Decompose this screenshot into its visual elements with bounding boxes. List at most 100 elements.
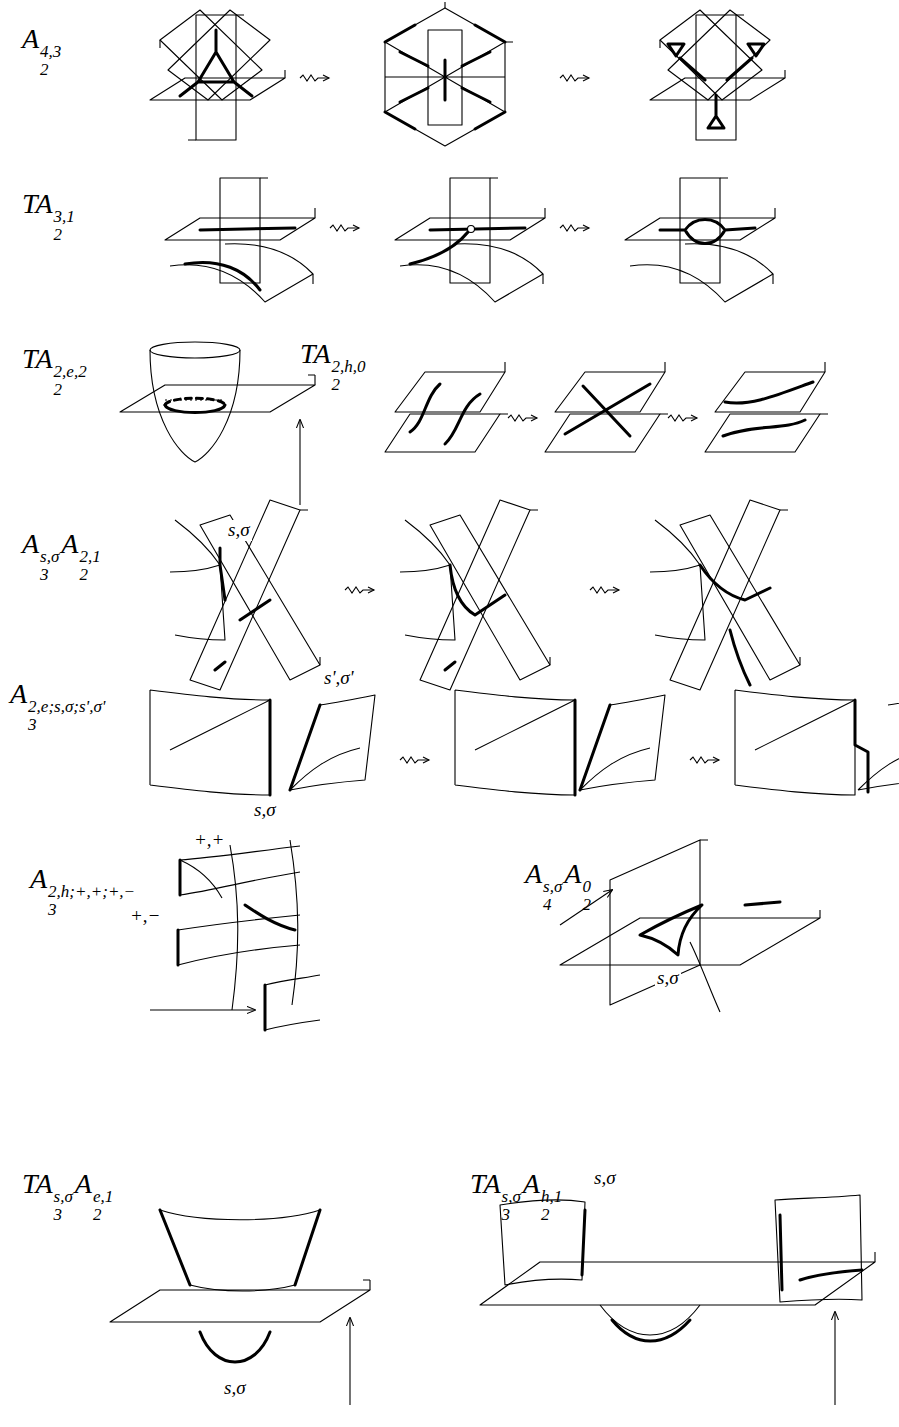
index-stack: s,σ3 xyxy=(54,1188,73,1224)
paraboloid-figure-part xyxy=(308,375,315,385)
index-stack: s,σ3 xyxy=(502,1188,521,1224)
plane-arrangement-after-part xyxy=(660,15,785,78)
index-stack: 2,h,02 xyxy=(332,358,366,394)
edge-sign-label: s,σ xyxy=(226,520,252,541)
symbol-group: TAs,σ3 xyxy=(22,1170,73,1224)
cusp-planes-after-part xyxy=(650,500,800,690)
symbol-group: TAs,σ3 xyxy=(470,1170,521,1224)
superscript: 2,e;s,σ;s',σ' xyxy=(28,698,105,716)
tangency-middle xyxy=(395,178,545,302)
tangency-after-part xyxy=(625,178,775,302)
symbol-letter: A xyxy=(10,678,27,709)
cuspidal-edges-after xyxy=(735,690,899,795)
hyperbolic-cusp-figure xyxy=(150,840,320,1030)
subscript: 3 xyxy=(54,1206,63,1224)
index-stack: s,σ3 xyxy=(40,548,59,584)
hyperbolic-tangency-figure-part xyxy=(600,1305,700,1335)
hyperbolic-tangency-figure-part xyxy=(874,1252,875,1262)
superscript: s,σ xyxy=(502,1188,521,1206)
hyperbolic-tangency-figure-part xyxy=(780,1215,862,1290)
transition-arrow xyxy=(560,225,589,231)
symbol-letter: A xyxy=(22,528,39,559)
index-stack: 02 xyxy=(582,878,591,914)
symbol-letter: TA xyxy=(22,188,53,219)
plane-arrangement-middle-part xyxy=(445,2,513,42)
tangency-before-part xyxy=(185,228,295,290)
subscript: 2 xyxy=(54,226,63,244)
plane-arrangement-after xyxy=(650,10,785,140)
edge-sign-label: s,σ xyxy=(592,1168,618,1189)
singularity-label: TAs,σ3Ae,12 xyxy=(22,1170,115,1224)
cusp-planes-before xyxy=(170,500,320,690)
cuspidal-edges-after-part xyxy=(855,700,868,792)
cup-tangency-figure xyxy=(110,1210,370,1405)
subscript: 3 xyxy=(502,1206,511,1224)
saddle-before-part xyxy=(385,362,508,452)
cusp-planes-middle-part xyxy=(400,500,550,690)
hyperbolic-cusp-figure-part xyxy=(150,1009,255,1010)
hyperbolic-tangency-figure-part xyxy=(834,1312,835,1405)
cuspidal-edges-after-part xyxy=(735,690,855,795)
superscript: 2,h;+,+;+,− xyxy=(48,883,135,901)
superscript: 2,e,2 xyxy=(54,363,87,381)
symbol-letter: A xyxy=(22,23,39,54)
singularity-label: As,σ4A02 xyxy=(525,860,593,914)
plane-arrangement-before-part xyxy=(180,30,252,96)
cup-tangency-figure-part xyxy=(160,1210,320,1285)
hyperbolic-tangency-figure-part xyxy=(582,1210,585,1275)
cuspidal-edges-before-part xyxy=(269,700,272,795)
cusp-planes-after xyxy=(650,500,800,690)
superscript: 3,1 xyxy=(54,208,75,226)
hyperbolic-tangency-figure xyxy=(480,1195,875,1405)
symbol-group: TA3,12 xyxy=(22,190,75,244)
singularity-label: As,σ3A2,12 xyxy=(22,530,103,584)
hyperbolic-cusp-figure-part xyxy=(178,915,300,965)
index-stack: 2,e,22 xyxy=(54,363,87,399)
subscript: 3 xyxy=(28,716,37,734)
saddle-before xyxy=(385,362,508,452)
swallowtail-plane-figure-part xyxy=(560,890,612,925)
plane-arrangement-middle xyxy=(385,2,513,146)
plane-arrangement-before-part xyxy=(168,10,270,100)
superscript: e,1 xyxy=(93,1188,113,1206)
tangency-middle-part xyxy=(395,178,545,302)
plane-arrangement-after-part xyxy=(668,44,764,128)
subscript: 4 xyxy=(543,896,552,914)
cup-tangency-figure-part xyxy=(363,1280,370,1290)
symbol-letter: TA xyxy=(22,1168,53,1199)
symbol-group: TA2,e,22 xyxy=(22,345,87,399)
symbol-letter: TA xyxy=(470,1168,501,1199)
transition-arrow xyxy=(345,587,374,593)
subscript: 2 xyxy=(93,1206,102,1224)
symbol-group: As,σ3 xyxy=(22,530,59,584)
edge-sign-label: +,− xyxy=(128,906,162,927)
plane-arrangement-middle-part xyxy=(385,8,505,146)
index-stack: 2,h;+,+;+,−3 xyxy=(48,883,135,919)
symbol-letter: A xyxy=(523,1168,540,1199)
superscript: 4,3 xyxy=(40,43,61,61)
symbol-group: Ae,12 xyxy=(75,1170,113,1224)
singularity-label: TA2,e,22 xyxy=(22,345,89,399)
plane-arrangement-before xyxy=(150,10,285,140)
singularity-label: A2,h;+,+;+,−3 xyxy=(30,865,137,919)
saddle-middle-part xyxy=(545,362,668,452)
transition-arrow xyxy=(300,75,329,81)
tangency-before-part xyxy=(165,178,315,302)
subscript: 2 xyxy=(541,1206,550,1224)
saddle-after-part xyxy=(705,362,828,452)
transition-arrow xyxy=(400,757,429,763)
hyperbolic-tangency-figure-part xyxy=(612,1320,690,1341)
edge-sign-label: s',σ' xyxy=(322,668,356,689)
hyperbolic-tangency-figure-part xyxy=(480,1262,875,1305)
swallowtail-plane-figure-part xyxy=(640,902,780,955)
subscript: 3 xyxy=(48,901,57,919)
tangency-before xyxy=(165,178,315,302)
plane-arrangement-middle-part xyxy=(385,25,505,129)
index-stack: s,σ4 xyxy=(543,878,562,914)
symbol-group: As,σ4 xyxy=(525,860,562,914)
cuspidal-edges-after-part xyxy=(858,695,899,790)
cuspidal-edges-before-part xyxy=(150,690,270,795)
